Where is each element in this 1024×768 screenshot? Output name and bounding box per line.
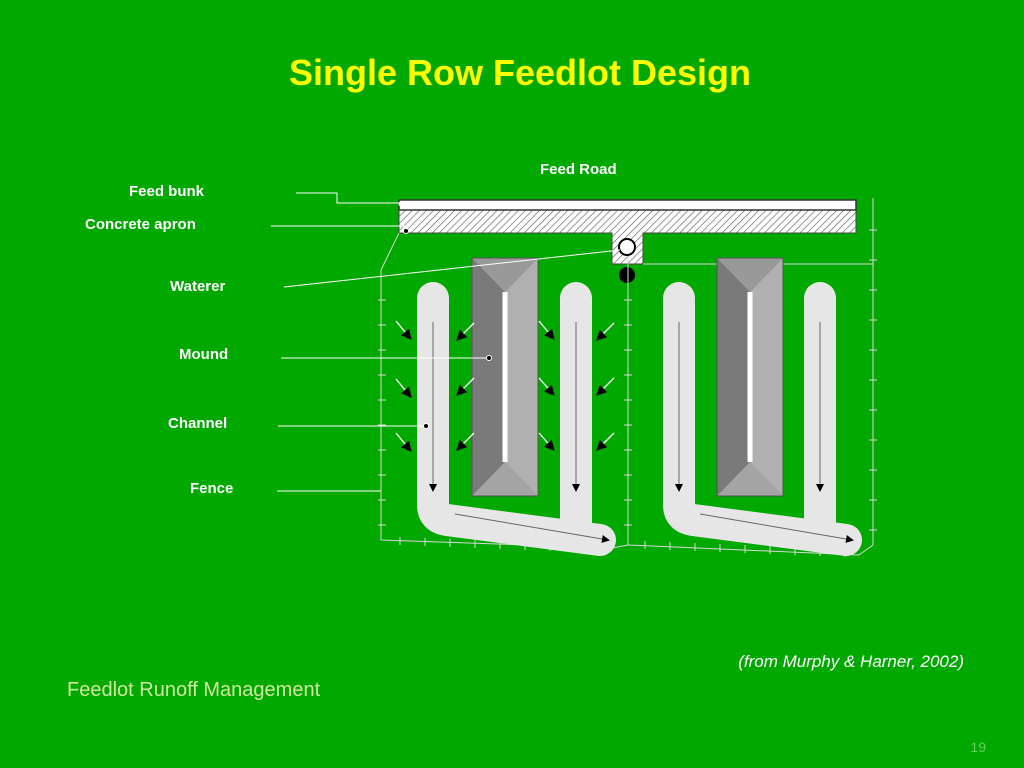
waterer	[618, 238, 636, 256]
flow-arrows	[395, 320, 615, 453]
citation: (from Murphy & Harner, 2002)	[738, 652, 964, 671]
leader-lines	[271, 192, 621, 492]
waterer-label: Waterer	[170, 278, 226, 295]
channel-pen-2	[663, 282, 862, 556]
feed-bunk	[398, 199, 857, 211]
mound-pen-1	[471, 257, 539, 497]
channel-pen-1	[417, 282, 616, 556]
waterer-base	[619, 267, 635, 283]
page-number: 19	[970, 739, 986, 755]
concrete-apron-label: Concrete apron	[85, 216, 196, 233]
waterer-leader	[283, 249, 621, 288]
fence	[380, 198, 874, 556]
mound-pen-2	[716, 257, 784, 497]
slide-title: Single Row Feedlot Design	[288, 52, 752, 93]
fence-label: Fence	[190, 480, 234, 497]
feed-bunk-leader	[296, 192, 400, 204]
footer-text: Feedlot Runoff Management	[67, 679, 321, 701]
channel-label: Channel	[168, 415, 228, 432]
fence-ticks	[378, 229, 877, 557]
feed-road-label: Feed Road	[540, 161, 617, 178]
feed-bunk-label: Feed bunk	[129, 183, 205, 200]
mound-label: Mound	[179, 346, 229, 363]
